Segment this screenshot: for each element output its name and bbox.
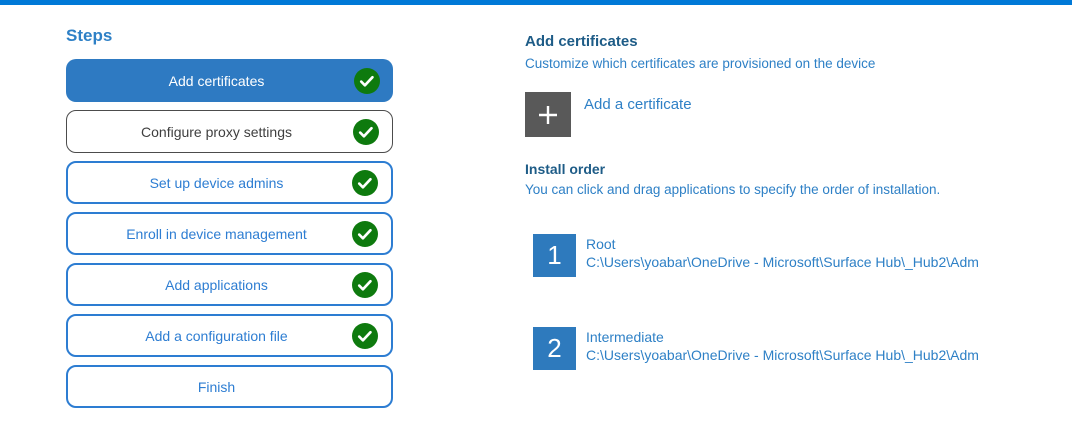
- steps-sidebar: Steps Add certificates Configure proxy s…: [66, 26, 393, 416]
- step-set-up-device-admins[interactable]: Set up device admins: [66, 161, 393, 204]
- step-add-applications[interactable]: Add applications: [66, 263, 393, 306]
- check-icon: [352, 220, 378, 247]
- add-certificate-label: Add a certificate: [584, 96, 692, 113]
- item-text: Root C:\Users\yoabar\OneDrive - Microsof…: [586, 234, 979, 271]
- step-label: Add applications: [165, 276, 268, 293]
- step-label: Add certificates: [168, 72, 265, 89]
- step-label: Add a configuration file: [145, 327, 288, 344]
- panel-title: Add certificates: [525, 33, 638, 50]
- order-number-badge: 1: [533, 234, 576, 277]
- step-configure-proxy-settings[interactable]: Configure proxy settings: [66, 110, 393, 153]
- add-square: [525, 92, 571, 137]
- step-add-certificates[interactable]: Add certificates: [66, 59, 393, 102]
- certificate-path: C:\Users\yoabar\OneDrive - Microsoft\Sur…: [586, 254, 979, 270]
- top-accent-bar: [0, 0, 1072, 5]
- check-icon: [352, 169, 378, 196]
- install-order-heading: Install order: [525, 161, 606, 177]
- item-text: Intermediate C:\Users\yoabar\OneDrive - …: [586, 327, 979, 364]
- check-icon: [352, 322, 378, 349]
- order-number-badge: 2: [533, 327, 576, 370]
- check-icon: [352, 271, 378, 298]
- step-label: Set up device admins: [149, 174, 284, 191]
- add-certificate-button[interactable]: Add a certificate: [525, 92, 692, 137]
- step-enroll-in-device-management[interactable]: Enroll in device management: [66, 212, 393, 255]
- step-label: Configure proxy settings: [141, 123, 292, 140]
- certificate-name: Root: [586, 236, 616, 252]
- step-label: Finish: [197, 378, 236, 395]
- step-add-a-configuration-file[interactable]: Add a configuration file: [66, 314, 393, 357]
- install-order-item-intermediate[interactable]: 2 Intermediate C:\Users\yoabar\OneDrive …: [533, 327, 1065, 370]
- steps-heading: Steps: [66, 26, 113, 45]
- install-order-description: You can click and drag applications to s…: [525, 182, 941, 197]
- plus-icon: [539, 105, 557, 124]
- check-icon: [353, 118, 379, 145]
- check-icon: [354, 67, 380, 94]
- step-finish[interactable]: Finish: [66, 365, 393, 408]
- install-order-item-root[interactable]: 1 Root C:\Users\yoabar\OneDrive - Micros…: [533, 234, 1065, 277]
- step-label: Enroll in device management: [126, 225, 307, 242]
- add-certificates-panel: Add certificates Customize which certifi…: [525, 33, 1065, 370]
- certificate-name: Intermediate: [586, 329, 664, 345]
- panel-subtitle: Customize which certificates are provisi…: [525, 56, 876, 71]
- certificate-path: C:\Users\yoabar\OneDrive - Microsoft\Sur…: [586, 347, 979, 363]
